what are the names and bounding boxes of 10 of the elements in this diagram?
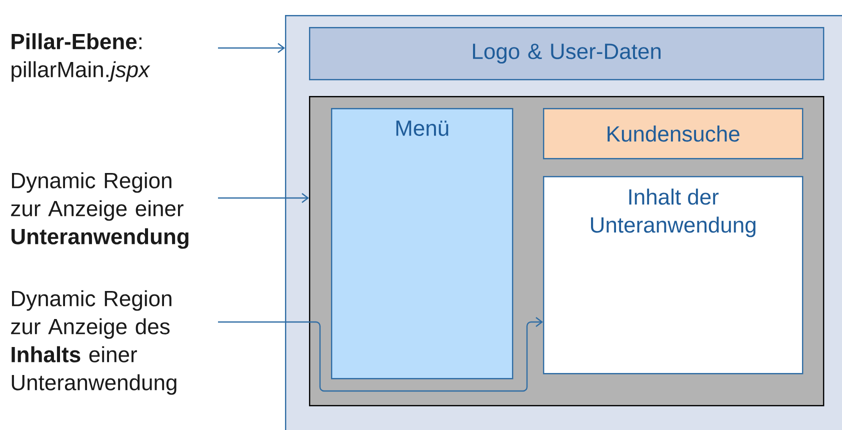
annotation-text: Dynamic Region zur Anzeige des Inhalts einer Unteranwendung bbox=[11, 290, 176, 395]
menu-box: Menü bbox=[331, 108, 514, 380]
arrow bbox=[218, 317, 543, 392]
arrow bbox=[218, 193, 309, 203]
annotation-text: Pillar-Ebene: pillarMain.jspx bbox=[12, 33, 150, 82]
arrow bbox=[218, 43, 285, 53]
header-box: Logo & User-Daten bbox=[309, 27, 824, 80]
annotation-text: Dynamic Region zur Anzeige einer Unteranwendung bbox=[11, 172, 188, 249]
content-box: Inhalt der Unteranwendung bbox=[543, 176, 804, 374]
search-box: Kundensuche bbox=[543, 108, 804, 160]
